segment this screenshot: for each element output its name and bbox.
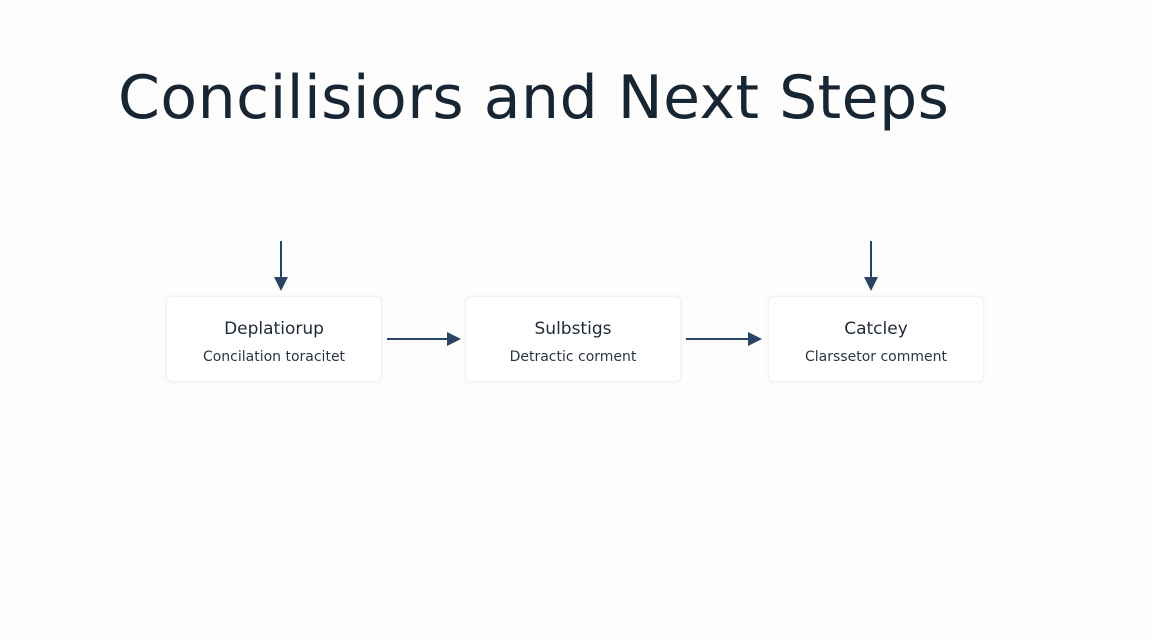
flow-box-subtitle: Detractic corment: [509, 349, 637, 365]
flow-box-catcley: Catcley Clarssetor comment: [768, 296, 984, 382]
incoming-arrow-box-3: [864, 241, 878, 291]
slide-title: Concilisiors and Next Steps: [118, 63, 950, 133]
flow-box-subtitle: Clarssetor comment: [805, 349, 947, 365]
incoming-arrow-box-1: [274, 241, 288, 291]
flow-box-subtitle: Concilation toracitet: [202, 349, 346, 365]
flow-box-title: Deplatiorup: [224, 319, 324, 339]
flow-box-deplatiorup: Deplatiorup Concilation toracitet: [166, 296, 382, 382]
flow-box-sulbstigs: Sulbstigs Detractic corment: [465, 296, 681, 382]
arrow-box-2-to-box-3: [686, 332, 762, 346]
arrow-box-1-to-box-2: [387, 332, 461, 346]
flow-box-title: Sulbstigs: [534, 319, 612, 339]
flow-box-title: Catcley: [844, 319, 908, 339]
